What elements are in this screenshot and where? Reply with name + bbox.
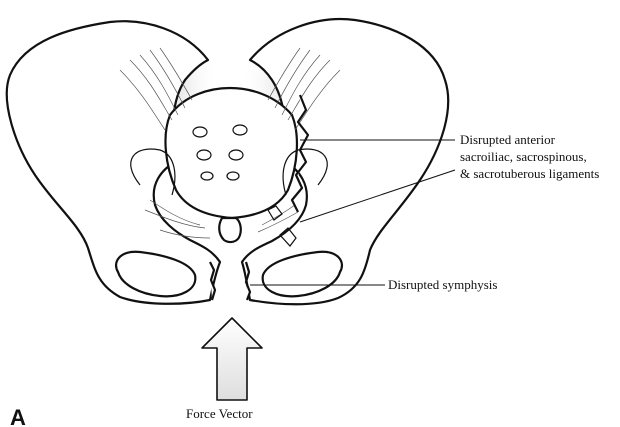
sacrum <box>165 88 296 218</box>
panel-letter: A <box>10 405 26 427</box>
ligaments-label-line3: & sacrotuberous ligaments <box>460 166 599 181</box>
symphysis-label: Disrupted symphysis <box>388 277 497 292</box>
ligaments-label-line1: Disrupted anterior <box>460 132 556 147</box>
coccyx <box>219 218 241 242</box>
force-vector-arrow <box>202 318 262 400</box>
ligaments-label-line2: sacroiliac, sacrospinous, <box>460 149 587 164</box>
force-vector-label: Force Vector <box>186 406 253 421</box>
